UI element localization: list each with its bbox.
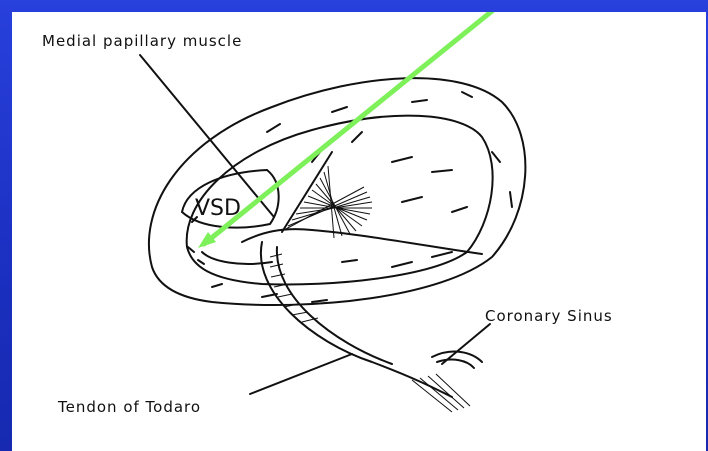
label-medial-papillary-muscle: Medial papillary muscle — [42, 32, 242, 50]
leader-todaro — [250, 354, 352, 394]
label-coronary-sinus: Coronary Sinus — [485, 307, 613, 325]
heart-drawing — [12, 12, 706, 451]
tendon-curve — [261, 242, 452, 397]
label-vsd: VSD — [195, 196, 241, 221]
label-tendon-of-todaro: Tendon of Todaro — [58, 398, 201, 416]
diagram-panel: Medial papillary muscle VSD Coronary Sin… — [12, 12, 706, 451]
leader-coronary — [442, 324, 490, 364]
